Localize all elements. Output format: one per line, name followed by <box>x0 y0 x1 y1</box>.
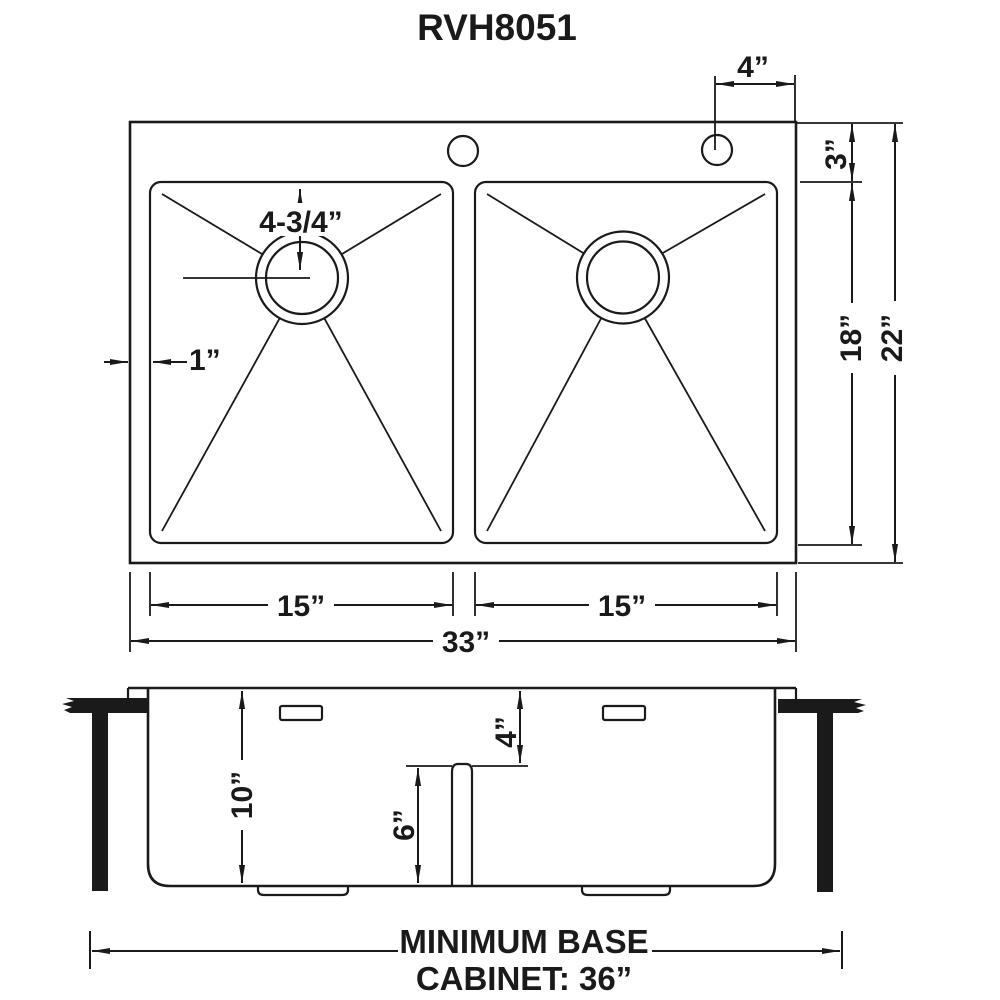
sink-rim-front <box>126 686 798 699</box>
faucet-hole-center <box>446 134 480 168</box>
right-bowl-slope-lines <box>486 193 766 532</box>
dim-drain-opening: 4-3/4” <box>259 206 342 239</box>
dim-divider-clearance: 4” <box>490 716 523 748</box>
dim-rim-width: 1” <box>189 344 221 377</box>
right-drain <box>575 230 671 325</box>
page-title: RVH8051 <box>417 7 577 48</box>
faucet-slot-right <box>601 704 647 722</box>
dim-divider-height: 6” <box>388 809 421 841</box>
faucet-slot-left <box>278 704 324 722</box>
left-bowl <box>148 180 455 545</box>
dim-faucet-offset: 4” <box>737 51 769 84</box>
dim-deck-depth: 3” <box>820 138 853 170</box>
dim-bowl-front-to-back: 18” <box>835 314 868 362</box>
cabinet-note-line2: CABINET: 36” <box>416 960 632 997</box>
dim-bowl-depth: 10” <box>226 771 259 819</box>
counter-right <box>778 699 866 713</box>
drain-boss-right <box>580 886 672 897</box>
drain-boss-left <box>256 886 350 897</box>
cabinet-dimension: MINIMUM BASE CABINET: 36” <box>89 923 843 997</box>
dim-right-bowl-width: 15” <box>598 590 646 623</box>
right-bowl <box>473 180 779 545</box>
cabinet-note-line1: MINIMUM BASE <box>399 923 648 960</box>
cabinet-leg-right <box>817 713 833 892</box>
bowl-divider <box>450 762 474 886</box>
dim-left-bowl-width: 15” <box>277 590 325 623</box>
faucet-hole-right <box>700 133 734 167</box>
sink-outer-rim <box>128 120 798 565</box>
dim-overall-width: 33” <box>442 626 490 659</box>
cabinet-leg-left <box>92 713 108 891</box>
front-view: 10” 4” 6” <box>62 686 866 897</box>
left-bowl-slope-lines <box>161 193 442 532</box>
label-backgrounds <box>252 203 910 656</box>
extension-lines <box>129 75 903 652</box>
counter-left <box>62 698 147 713</box>
label-background-bowl-depth <box>219 760 255 830</box>
top-view: 4” 4-3/4” 1” 3” 18” 22” 15” 15” 33” <box>104 51 910 659</box>
dim-overall-front-to-back: 22” <box>876 314 909 362</box>
sink-body-front <box>146 688 777 888</box>
